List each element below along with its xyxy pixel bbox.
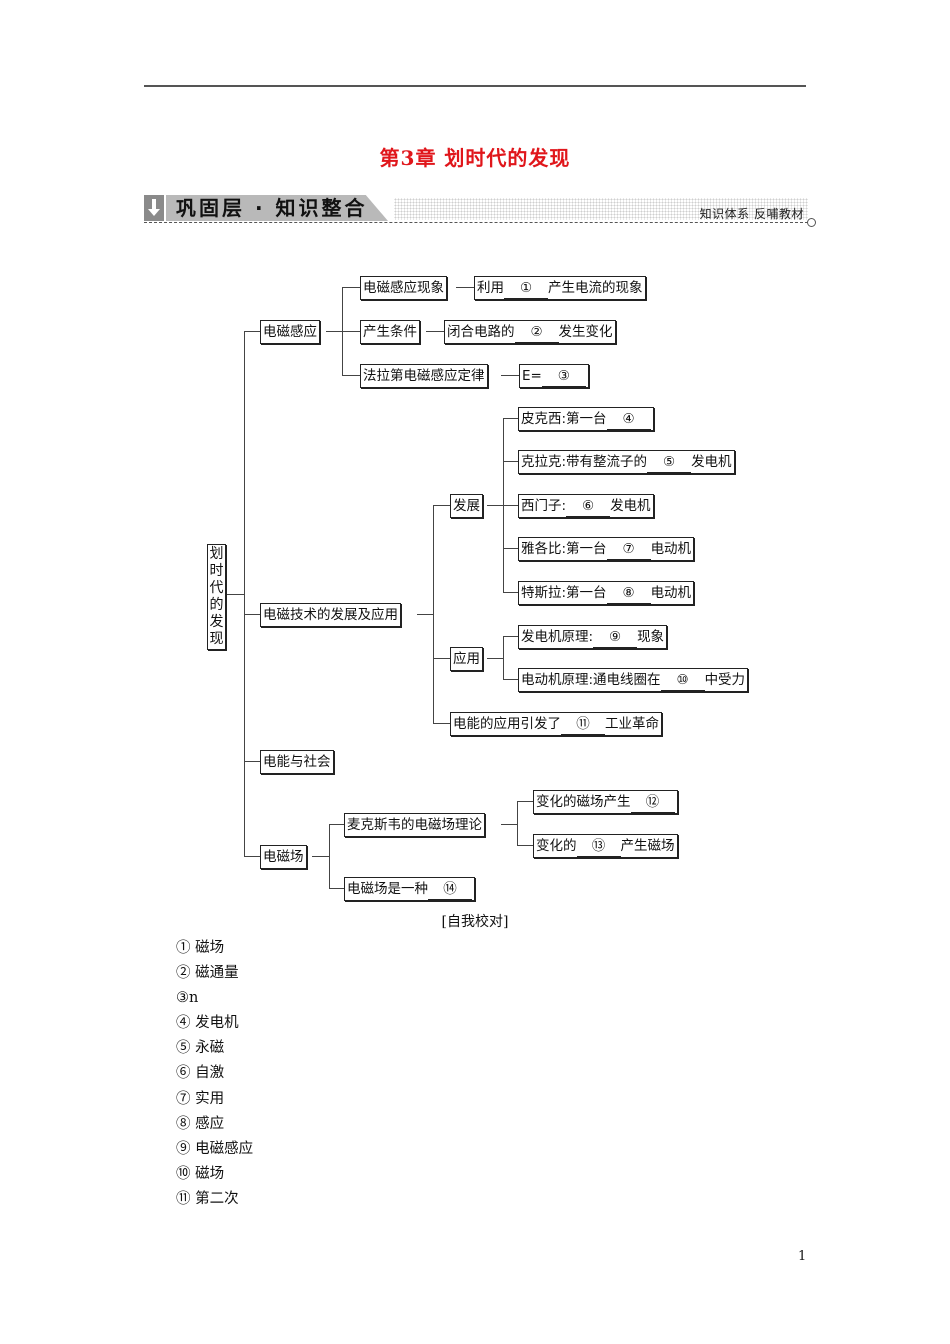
answer-item: ⑥ 自激 — [176, 1065, 225, 1082]
connector — [503, 636, 518, 637]
connector — [503, 418, 518, 419]
node-faraday-formula: E=③ — [519, 364, 589, 388]
node-em-induction: 电磁感应 — [260, 320, 320, 344]
answer-item: ④ 发电机 — [176, 1015, 239, 1032]
connector — [503, 548, 518, 549]
answer-item: ⑦ 实用 — [176, 1090, 225, 1107]
node-maxwell: 麦克斯韦的电磁场理论 — [344, 813, 485, 837]
node-application: 应用 — [450, 647, 483, 671]
node-energy-society: 电能与社会 — [260, 750, 334, 774]
connector — [517, 801, 533, 802]
blank-7: ⑦ — [606, 540, 651, 560]
connector — [244, 856, 260, 857]
connector — [244, 331, 260, 332]
header-rule — [144, 85, 806, 87]
root-node: 划时代的发现 — [207, 544, 226, 650]
connector — [226, 594, 244, 595]
down-arrow-icon — [144, 195, 164, 221]
connector — [503, 505, 518, 506]
blank-4: ④ — [606, 410, 651, 430]
connector — [326, 331, 342, 332]
blank-14: ⑭ — [428, 880, 472, 900]
blank-12: ⑫ — [630, 793, 675, 813]
connector — [487, 505, 503, 506]
answer-item: ① 磁场 — [176, 940, 225, 956]
answer-item: ⑧ 感应 — [176, 1115, 225, 1132]
band-right-label: 知识体系 反哺教材 — [699, 207, 804, 221]
answer-item: ⑤ 永磁 — [176, 1040, 225, 1057]
connector — [503, 592, 518, 593]
connector — [456, 287, 474, 288]
node-em-phenomenon: 电磁感应现象 — [360, 276, 447, 300]
band-end-circle-icon: o — [807, 218, 816, 227]
page-number: 1 — [798, 1249, 807, 1264]
blank-9: ⑨ — [593, 628, 638, 648]
answer-item: ⑪ 第二次 — [176, 1190, 239, 1207]
answer-item: ⑨ 电磁感应 — [176, 1140, 254, 1157]
connector — [329, 824, 330, 888]
blank-6: ⑥ — [566, 497, 611, 517]
section-band: 巩固层 · 知识整合 知识体系 反哺教材 o — [144, 192, 816, 227]
blank-2: ② — [514, 323, 559, 343]
node-em-tech: 电磁技术的发展及应用 — [260, 603, 401, 627]
band-dot-pattern — [394, 198, 808, 220]
connector — [501, 824, 517, 825]
connector — [244, 331, 245, 856]
connector — [517, 845, 533, 846]
blank-11: ⑪ — [561, 715, 605, 735]
blank-10: ⑩ — [660, 671, 705, 691]
connector — [342, 287, 360, 288]
answer-item: ⑩ 磁场 — [176, 1165, 225, 1182]
connector — [329, 824, 344, 825]
connector — [417, 614, 433, 615]
connector — [433, 505, 434, 723]
blank-13: ⑬ — [576, 837, 621, 857]
blank-1: ① — [504, 279, 548, 299]
band-dashed-rule — [144, 222, 808, 223]
connector — [244, 761, 260, 762]
blank-5: ⑤ — [647, 453, 692, 473]
connector — [426, 331, 444, 332]
answer-item: ③n — [176, 990, 199, 1007]
band-label: 巩固层 · 知识整合 — [176, 196, 368, 220]
connector — [487, 658, 503, 659]
blank-8: ⑧ — [606, 584, 651, 604]
connector — [501, 375, 519, 376]
answer-item: ② 磁通量 — [176, 965, 239, 982]
node-faraday-law: 法拉第电磁感应定律 — [360, 364, 488, 388]
node-condition: 产生条件 — [360, 320, 420, 344]
blank-3: ③ — [541, 367, 586, 387]
answer-list: ① 磁场 ② 磁通量 ③n ④ 发电机 ⑤ 永磁 ⑥ 自激 ⑦ 实用 ⑧ 感应 … — [176, 936, 253, 1212]
node-em-field: 电磁场 — [260, 845, 307, 869]
connector — [342, 375, 360, 376]
connector — [244, 614, 260, 615]
connector — [433, 658, 450, 659]
connector — [503, 461, 518, 462]
connector — [329, 888, 344, 889]
self-check-caption: [自我校对] — [441, 914, 509, 930]
connector — [312, 856, 329, 857]
connector — [433, 505, 450, 506]
band-plate — [166, 195, 388, 221]
connector — [517, 801, 518, 845]
connector — [433, 723, 450, 724]
connector — [342, 331, 360, 332]
connector — [503, 636, 504, 679]
node-development: 发展 — [450, 494, 483, 518]
chapter-title: 第3章 划时代的发现 — [379, 146, 571, 170]
connector — [503, 679, 518, 680]
